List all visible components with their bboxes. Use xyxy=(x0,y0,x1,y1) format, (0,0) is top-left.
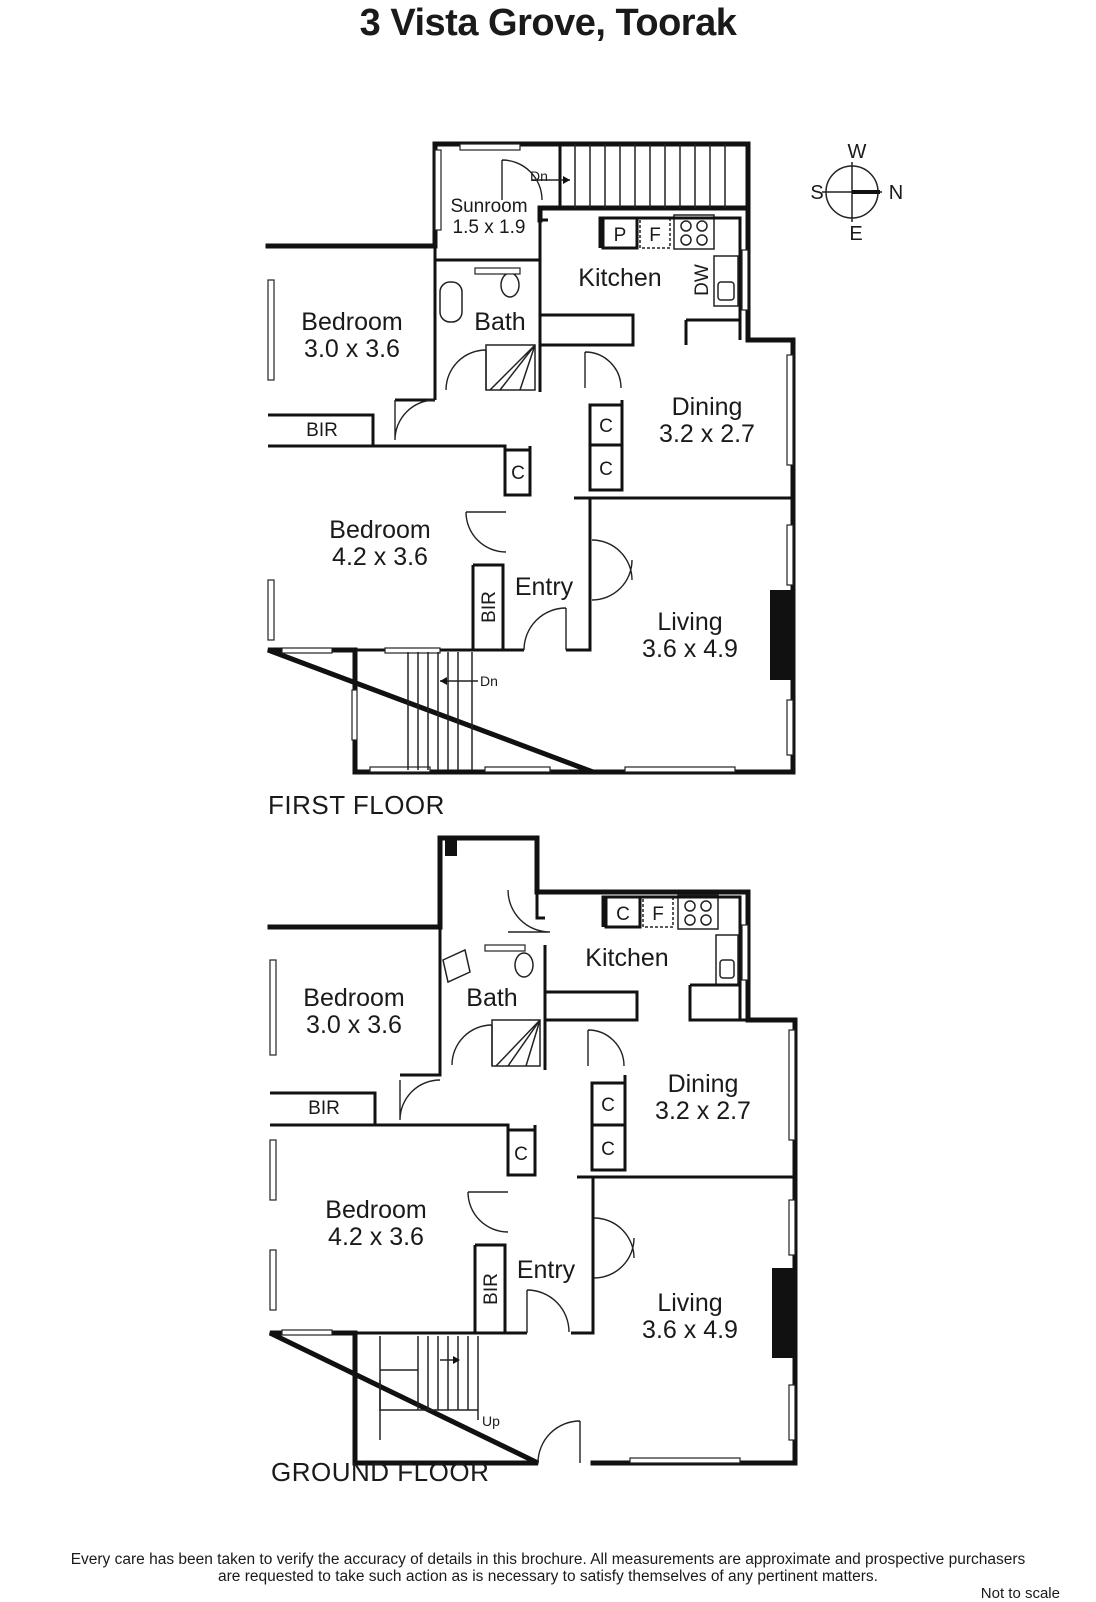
compass-e: E xyxy=(849,223,862,245)
gf-living-dims: 3.6 x 4.9 xyxy=(642,1316,738,1344)
gf-dining-dims: 3.2 x 2.7 xyxy=(655,1097,751,1125)
ff-bedroom1-dims: 3.0 x 3.6 xyxy=(304,335,400,363)
ff-bath-label: Bath xyxy=(474,308,525,336)
gf-cupboard-3: C xyxy=(601,1139,615,1160)
compass-w: W xyxy=(848,141,867,163)
gf-cupboard-2: C xyxy=(601,1095,615,1116)
gf-bedroom1-name: Bedroom xyxy=(303,984,404,1012)
ff-cupboard-1: C xyxy=(511,463,525,484)
gf-stairs-label: Up xyxy=(482,1413,500,1429)
ff-living-dims: 3.6 x 4.9 xyxy=(642,635,738,663)
ff-sunroom-dims: 1.5 x 1.9 xyxy=(453,217,526,238)
ff-sunroom-name: Sunroom xyxy=(450,196,527,217)
gf-living-name: Living xyxy=(657,1289,722,1317)
gf-bedroom2-dims: 4.2 x 3.6 xyxy=(328,1223,424,1251)
ff-dw-label: DW xyxy=(692,264,713,296)
gf-bedroom1-dims: 3.0 x 3.6 xyxy=(306,1011,402,1039)
ff-bedroom1-name: Bedroom xyxy=(301,308,402,336)
ff-dining-dims: 3.2 x 2.7 xyxy=(659,420,755,448)
ground-floor-label: GROUND FLOOR xyxy=(271,1457,489,1487)
gf-dining-name: Dining xyxy=(668,1070,739,1098)
disclaimer-line-1: Every care has been taken to verify the … xyxy=(70,1551,1026,1568)
ff-stairs-top-label: Dn xyxy=(530,168,548,184)
compass-n: N xyxy=(889,182,903,204)
ff-bir1-label: BIR xyxy=(306,420,338,441)
ff-bir2-label: BIR xyxy=(479,591,500,623)
gf-bath-label: Bath xyxy=(466,984,517,1012)
ground-floor-plan: C F Kitchen Bath Bedroom 3.0 x 3.6 BIR C xyxy=(267,835,798,1466)
disclaimer: Every care has been taken to verify the … xyxy=(0,1551,1096,1585)
compass-icon: W S N E xyxy=(810,141,903,245)
ff-kitchen-label: Kitchen xyxy=(578,264,661,292)
gf-cupboard-1: C xyxy=(514,1144,528,1165)
page-title: 3 Vista Grove, Toorak xyxy=(359,2,737,44)
compass-s: S xyxy=(810,182,823,204)
disclaimer-line-2: are requested to take such action as is … xyxy=(218,1568,878,1585)
gf-fridge-label: F xyxy=(652,904,664,925)
gf-bir1-label: BIR xyxy=(308,1098,340,1119)
gf-bedroom2-name: Bedroom xyxy=(325,1196,426,1224)
first-floor-label: FIRST FLOOR xyxy=(268,790,445,820)
ff-bedroom2-name: Bedroom xyxy=(329,516,430,544)
gf-kitchen-label: Kitchen xyxy=(585,944,668,972)
gf-bir2-label: BIR xyxy=(481,1273,502,1305)
gf-entry-label: Entry xyxy=(517,1256,576,1284)
ff-living-name: Living xyxy=(657,608,722,636)
ff-cupboard-2: C xyxy=(599,416,613,437)
ff-cupboard-3: C xyxy=(599,459,613,480)
not-to-scale-note: Not to scale xyxy=(980,1585,1060,1602)
first-floor-plan: Dn Sunroom 1.5 x 1.9 P F DW Kitchen Bath xyxy=(265,141,796,775)
ff-dining-name: Dining xyxy=(672,393,743,421)
ff-stairs-bottom-label: Dn xyxy=(480,673,498,689)
ff-fridge-label: F xyxy=(649,225,661,246)
ff-pantry-label: P xyxy=(614,225,627,246)
gf-cupboard-k: C xyxy=(616,904,630,925)
ff-entry-label: Entry xyxy=(515,573,574,601)
ff-bedroom2-dims: 4.2 x 3.6 xyxy=(332,543,428,571)
